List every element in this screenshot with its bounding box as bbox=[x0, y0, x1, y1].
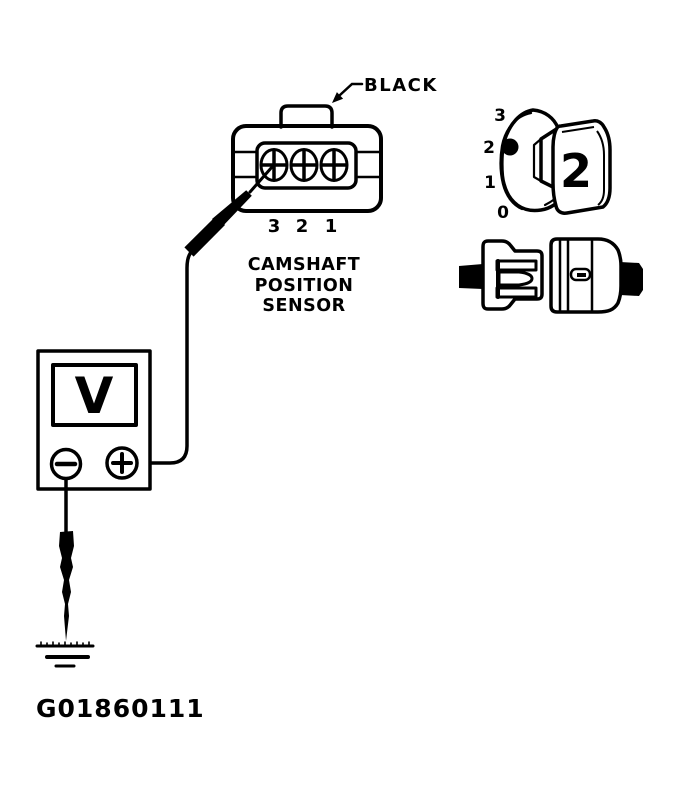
camshaft-sensor-connector bbox=[231, 104, 383, 213]
callout-leader-line bbox=[338, 82, 364, 97]
probe-tip bbox=[248, 165, 274, 194]
ground-probe bbox=[59, 531, 74, 641]
dial-ring-depth-edge bbox=[499, 111, 533, 211]
probe-grip bbox=[184, 216, 225, 257]
voltmeter-display bbox=[51, 363, 138, 427]
callout-arrowhead-icon bbox=[332, 92, 344, 103]
pin-label-3: 3 bbox=[268, 216, 281, 237]
dial-position-marker-icon bbox=[501, 138, 519, 156]
ground-hatch-ticks bbox=[40, 641, 90, 646]
position-dial bbox=[499, 108, 567, 213]
figure-id: G01860111 bbox=[36, 694, 205, 723]
connector-pin-2 bbox=[289, 148, 319, 182]
caption-line-3: SENSOR bbox=[262, 296, 345, 316]
dial-scale-0: 0 bbox=[497, 203, 509, 223]
connector-pin-3 bbox=[259, 148, 289, 182]
lead-wire bbox=[135, 249, 194, 465]
dial-notch-depth bbox=[532, 137, 543, 183]
sensor-slot-key bbox=[577, 273, 586, 277]
sensor-side-view bbox=[459, 237, 643, 314]
terminal-top-blade bbox=[495, 259, 538, 272]
ground-symbol-icon bbox=[35, 641, 95, 668]
plate-outline bbox=[551, 119, 612, 215]
connector-cavity bbox=[255, 141, 358, 190]
positive-test-lead bbox=[135, 165, 274, 465]
positive-terminal bbox=[105, 446, 139, 480]
connector-lock-tab bbox=[279, 104, 334, 129]
dial-scale-3: 3 bbox=[494, 106, 506, 126]
position-number-plate bbox=[551, 119, 612, 215]
dial-scale-2: 2 bbox=[483, 138, 495, 158]
connector-side-wings bbox=[233, 150, 381, 179]
left-wire-stub bbox=[459, 264, 483, 289]
sensor-body-bands bbox=[558, 237, 594, 314]
black-wire-label: BLACK bbox=[364, 75, 438, 96]
voltmeter bbox=[36, 349, 152, 491]
dial-scale-1: 1 bbox=[484, 173, 496, 193]
connector-caption: CAMSHAFT POSITION SENSOR bbox=[248, 255, 361, 316]
terminal-tongue bbox=[497, 270, 534, 287]
pin-label-1: 1 bbox=[325, 216, 338, 237]
caption-line-1: CAMSHAFT bbox=[248, 255, 361, 275]
plate-number: 2 bbox=[560, 144, 592, 198]
connector-body bbox=[231, 124, 383, 213]
connector-pin-1 bbox=[319, 148, 349, 182]
terminal-bottom-blade bbox=[495, 286, 538, 299]
plate-depth-edges bbox=[561, 126, 605, 206]
pin-label-2: 2 bbox=[296, 216, 309, 237]
caption-line-2: POSITION bbox=[255, 276, 354, 296]
black-wire-callout: BLACK bbox=[332, 75, 438, 103]
probe-shaft bbox=[212, 190, 252, 228]
voltmeter-symbol: V bbox=[75, 367, 114, 425]
right-wire-stub bbox=[620, 262, 643, 296]
plus-icon bbox=[111, 452, 133, 474]
ground-test-lead bbox=[35, 478, 95, 668]
